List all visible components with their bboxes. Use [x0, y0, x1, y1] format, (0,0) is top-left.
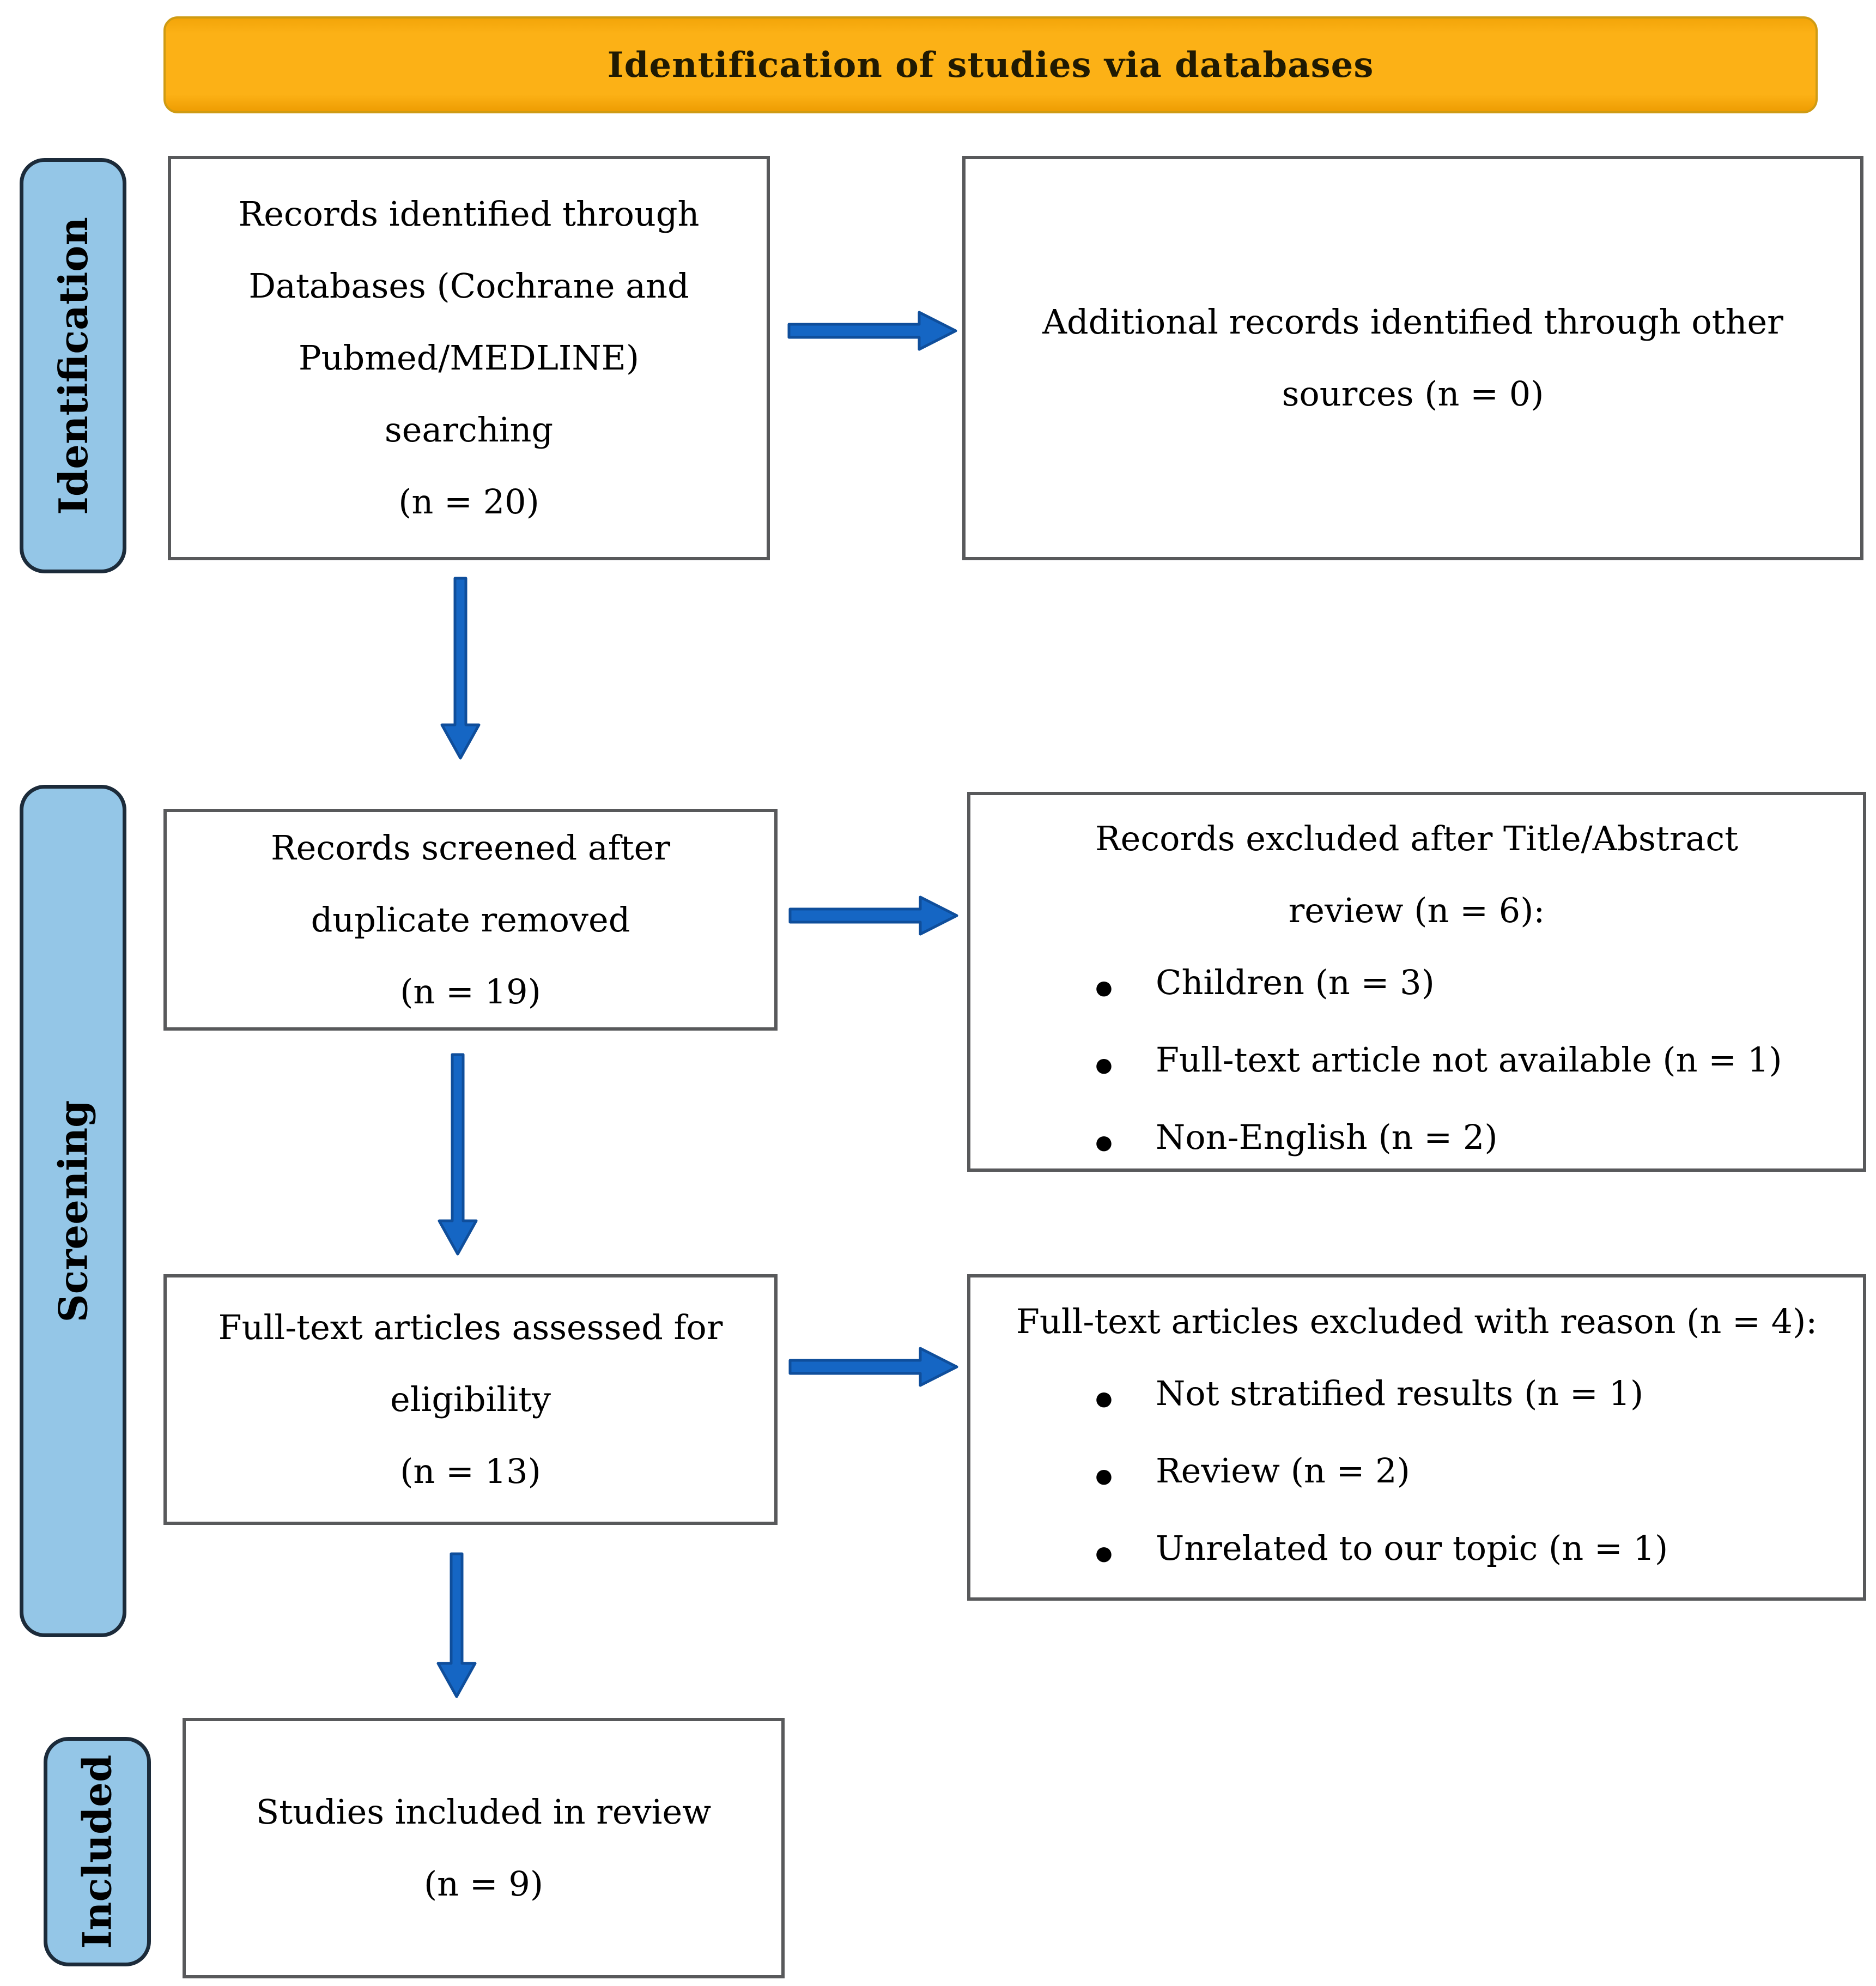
stage-screening-label: Screening	[50, 1100, 96, 1322]
banner-title: Identification of studies via databases	[607, 44, 1374, 86]
exclusion-reason-text: Review (n = 2)	[1156, 1451, 1410, 1491]
box-records-screened-line: (n = 19)	[400, 971, 541, 1012]
box-records-identified-line: Databases (Cochrane and	[248, 266, 689, 306]
arrow-identified-to-screened	[440, 577, 481, 760]
box-fulltext-assessed-line: Full-text articles assessed for	[218, 1307, 723, 1347]
arrow-identified-to-additional	[787, 311, 957, 351]
box-additional-records-line: sources (n = 0)	[1282, 374, 1544, 414]
exclusion-reason-text: Children (n = 3)	[1156, 962, 1435, 1002]
exclusion-reason-item: Not stratified results (n = 1)	[970, 1358, 1863, 1435]
exclusion-reason-item: Children (n = 3)	[970, 947, 1863, 1024]
box-records-excluded-title: review (n = 6):	[1288, 891, 1545, 930]
exclusion-reason-item: Non-English (n = 2)	[970, 1101, 1863, 1179]
box-additional-records: Additional records identified through ot…	[962, 156, 1863, 560]
box-fulltext-excluded-title: Full-text articles excluded with reason …	[1016, 1301, 1818, 1341]
box-studies-included-line: (n = 9)	[423, 1864, 544, 1904]
banner: Identification of studies via databases	[163, 16, 1818, 113]
exclusion-reason-text: Non-English (n = 2)	[1156, 1117, 1498, 1157]
box-records-screened: Records screened after duplicate removed…	[163, 809, 778, 1031]
box-records-excluded-title: Records excluded after Title/Abstract	[1095, 819, 1738, 858]
exclusion-reason-item: Unrelated to our topic (n = 1)	[970, 1512, 1863, 1590]
exclusion-reason-item: Full-text article not available (n = 1)	[970, 1024, 1863, 1101]
box-fulltext-assessed-line: (n = 13)	[400, 1451, 541, 1491]
exclusion-reason-text: Full-text article not available (n = 1)	[1156, 1040, 1782, 1080]
stage-included: Included	[44, 1737, 151, 1966]
arrow-assessed-to-included	[436, 1552, 477, 1698]
arrow-screened-to-assessed	[438, 1053, 478, 1256]
exclusion-reason-text: Unrelated to our topic (n = 1)	[1156, 1528, 1668, 1568]
exclusion-reason-text: Not stratified results (n = 1)	[1156, 1373, 1644, 1413]
stage-included-label: Included	[74, 1754, 120, 1949]
arrow-assessed-to-excluded	[788, 1347, 958, 1387]
box-records-identified-line: searching	[384, 410, 554, 450]
box-records-excluded-title-abstract: Records excluded after Title/Abstract re…	[967, 792, 1866, 1172]
stage-identification-label: Identification	[50, 216, 96, 515]
box-fulltext-assessed-line: eligibility	[390, 1379, 551, 1419]
box-studies-included-line: Studies included in review	[256, 1792, 712, 1832]
stage-screening: Screening	[20, 785, 126, 1637]
box-records-identified-line: Records identified through	[238, 194, 700, 234]
box-additional-records-line: Additional records identified through ot…	[1042, 302, 1783, 342]
box-records-screened-line: Records screened after	[270, 827, 670, 868]
stage-identification: Identification	[20, 158, 126, 573]
arrow-screened-to-excluded	[788, 895, 958, 936]
box-records-identified: Records identified through Databases (Co…	[168, 156, 770, 560]
box-fulltext-excluded: Full-text articles excluded with reason …	[967, 1274, 1866, 1601]
box-records-identified-line: Pubmed/MEDLINE)	[298, 338, 640, 378]
box-records-screened-line: duplicate removed	[311, 899, 630, 940]
box-fulltext-assessed: Full-text articles assessed for eligibil…	[163, 1274, 778, 1525]
exclusion-reason-item: Review (n = 2)	[970, 1435, 1863, 1512]
box-studies-included: Studies included in review (n = 9)	[183, 1718, 785, 1978]
box-records-identified-line: (n = 20)	[398, 482, 539, 522]
